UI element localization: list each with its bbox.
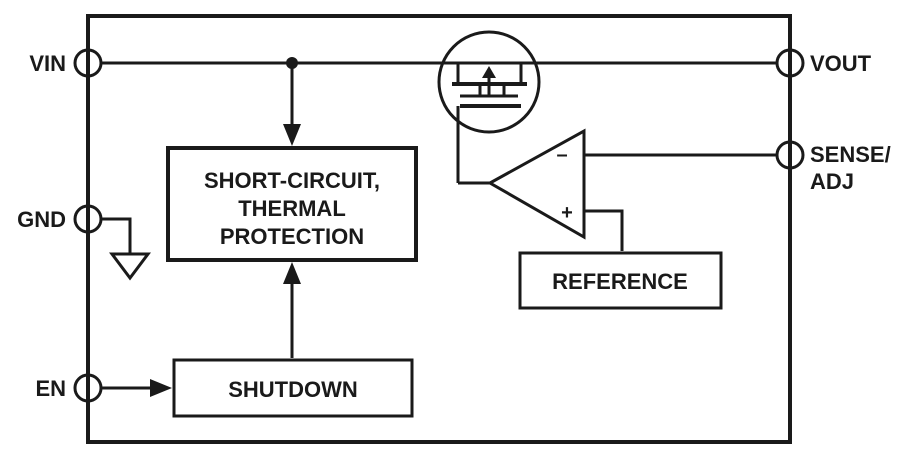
protection-label-line1: SHORT-CIRCUIT, <box>204 168 380 193</box>
shutdown-to-protection-arrow <box>283 262 301 284</box>
gnd-wire <box>102 217 132 254</box>
chip-outline <box>86 14 792 444</box>
reference-label: REFERENCE <box>552 269 688 294</box>
reference-block <box>518 251 723 310</box>
sense-label-line2: ADJ <box>810 169 854 194</box>
vin-pin <box>73 48 103 78</box>
shutdown-block <box>172 358 414 418</box>
protection-label-line3: PROTECTION <box>220 224 364 249</box>
vout-pin <box>775 48 805 78</box>
gnd-label: GND <box>17 207 66 232</box>
en-pin <box>73 373 103 403</box>
vout-label: VOUT <box>810 51 872 76</box>
reference-wire <box>584 209 624 251</box>
mosfet-circle <box>437 30 541 134</box>
ground-symbol-icon <box>109 252 151 281</box>
sense-adj-pin <box>775 140 805 170</box>
shutdown-label: SHUTDOWN <box>228 377 358 402</box>
amp-inverting-sign: – <box>556 144 567 166</box>
amp-noninverting-sign: + <box>561 202 573 224</box>
vin-label: VIN <box>29 51 66 76</box>
vin-to-protection-arrow <box>283 124 301 146</box>
mosfet-icon <box>452 63 527 183</box>
en-to-shutdown-arrow <box>150 379 172 397</box>
en-label: EN <box>35 376 66 401</box>
sense-label-line1: SENSE/ <box>810 142 891 167</box>
error-amplifier-triangle <box>486 128 586 240</box>
protection-label-line2: THERMAL <box>238 196 346 221</box>
protection-block <box>166 146 418 262</box>
gnd-pin <box>73 204 103 234</box>
